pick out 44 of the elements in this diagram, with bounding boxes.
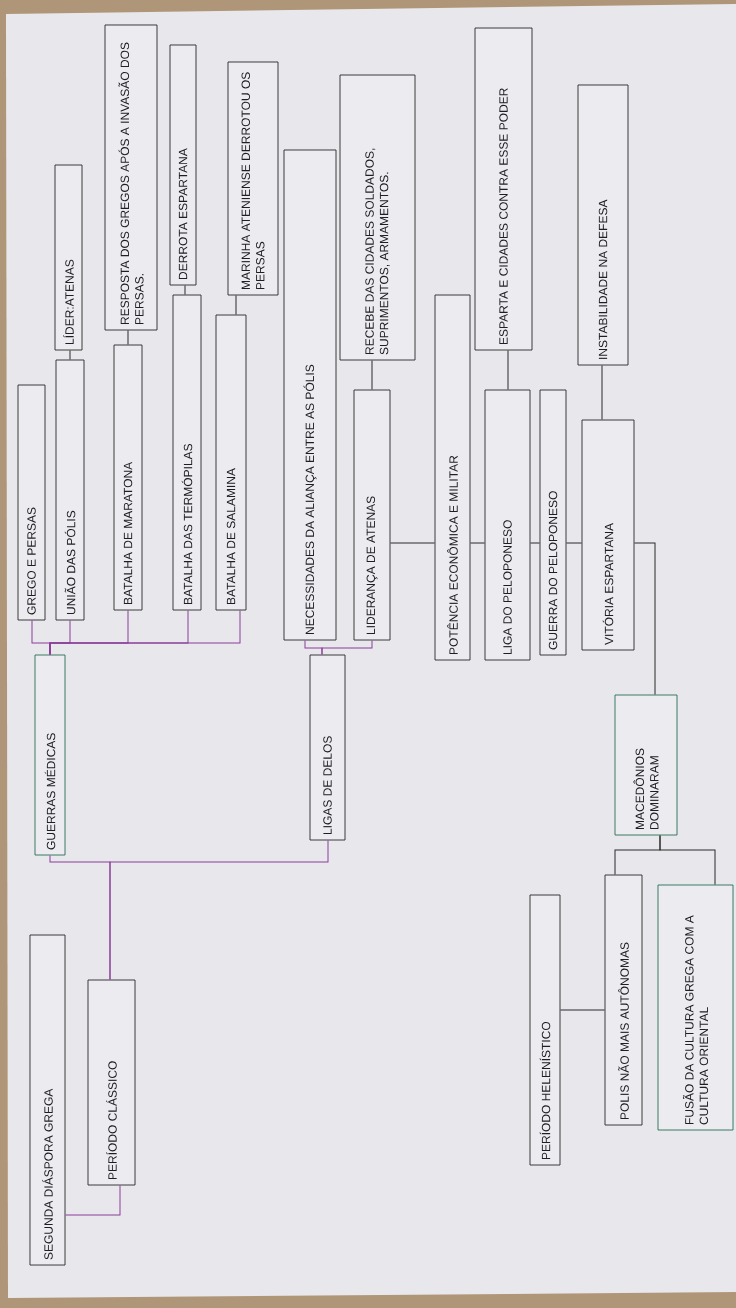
concept-box: SEGUNDA DIÁSPORA GREGA [29, 934, 66, 1266]
connector-line [235, 294, 237, 316]
concept-box: GUERRA DO PELOPONESO [539, 389, 567, 656]
concept-box: LÍDER:ATENAS [54, 164, 83, 351]
connector-line [659, 834, 716, 886]
concept-box: INSTABILIDADE NA DEFESA [577, 84, 629, 366]
connector-line [529, 542, 541, 544]
concept-box: BATALHA DE MARATONA [113, 344, 143, 611]
concept-box: DERROTA ESPARTANA [169, 44, 197, 286]
concept-box: NECESSIDADES DA ALIANÇA ENTRE AS PÓLIS [283, 149, 337, 641]
concept-box: BATALHA DE SALAMINA [215, 314, 247, 611]
concept-box: LIGAS DE DELOS [309, 654, 346, 841]
concept-box: MARINHA ATENIENSE DERROTOU OS PERSAS [227, 61, 279, 296]
connector-line [69, 349, 71, 361]
connector-line [469, 542, 486, 544]
concept-box: POTÊNCIA ECONÔMICA E MILITAR [434, 294, 471, 661]
connector-line [64, 1184, 121, 1216]
concept-box: LIGA DO PELOPONESO [484, 389, 531, 661]
connector-line [49, 609, 241, 656]
connector-line [389, 542, 436, 544]
concept-box: VITÓRIA ESPARTANA [581, 419, 635, 651]
concept-box: MACEDÔNIOS DOMINARAM [614, 694, 678, 836]
concept-box: POLIS NÃO MAIS AUTÔNOMAS [604, 874, 643, 1126]
connector-line [565, 542, 583, 544]
concept-box: PERÍODO CLÁSSICO [87, 979, 136, 1186]
concept-box: UNIÃO DAS PÓLIS [55, 359, 85, 621]
concept-box: LIDERANÇA DE ATENAS [353, 389, 391, 641]
connector-line [184, 284, 186, 296]
connector-line [559, 1009, 606, 1011]
concept-box: GUERRAS MÉDICAS [34, 654, 66, 856]
connector-line [109, 839, 329, 981]
connector-line [321, 639, 373, 656]
concept-box: PERÍODO HELENÍSTICO [529, 894, 561, 1166]
concept-box: GREGO E PERSAS [17, 384, 46, 621]
connector-line [507, 349, 509, 391]
concept-box: BATALHA DAS TERMÓPILAS [172, 294, 202, 611]
concept-box: ESPARTA E CIDADES CONTRA ESSE PODER [474, 27, 533, 351]
connector-line [601, 364, 603, 421]
concept-box: FUSÃO DA CULTURA GREGA COM A CULTURA ORIENTAL [657, 884, 734, 1131]
connector-line [127, 329, 129, 346]
concept-box: RESPOSTA DOS GREGOS APÓS A INVASÃO DOS PERSAS. [104, 24, 158, 331]
concept-box: RECEBE DAS CIDADES SOLDADOS, SUPRIMENTOS, ARMAMENTOS. [339, 74, 416, 361]
connector-line [371, 359, 373, 391]
connector-line [633, 542, 656, 696]
